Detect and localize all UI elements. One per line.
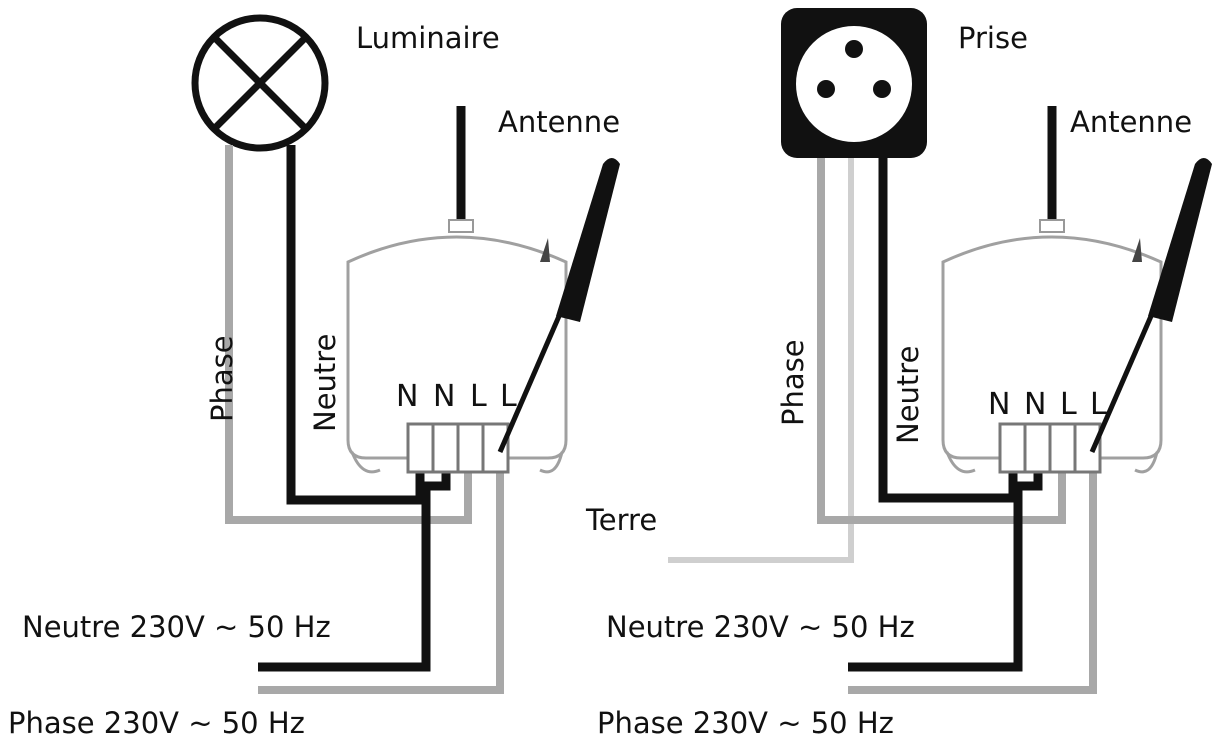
supply-neutre-label: Neutre 230V ~ 50 Hz <box>606 610 915 644</box>
screwdriver-icon <box>497 158 620 453</box>
terminal-n1-label: N <box>988 387 1010 422</box>
phase-label: Phase <box>205 335 239 422</box>
terminal-block <box>406 422 510 474</box>
luminaire-label: Luminaire <box>356 21 500 55</box>
supply-phase-wire <box>258 472 504 694</box>
terminal-n2-label: N <box>1024 387 1046 422</box>
micro-module-body <box>346 235 568 474</box>
neutre-label: Neutre <box>308 334 342 432</box>
socket-icon <box>781 8 927 158</box>
antenne-label: Antenne <box>498 105 620 139</box>
terminal-l2-label: L <box>500 379 517 414</box>
antenna-icon <box>1039 106 1065 233</box>
socket-neutre-wire <box>878 158 1018 503</box>
lamp-icon <box>191 14 329 152</box>
supply-phase-wire <box>848 472 1097 694</box>
lamp-phase-wire <box>225 145 472 524</box>
supply-neutre-label: Neutre 230V ~ 50 Hz <box>22 610 331 644</box>
terre-label: Terre <box>585 503 657 537</box>
terminal-block <box>998 422 1102 474</box>
left-diagram: Luminaire Antenne Phase Neutre N N L L N… <box>8 14 620 740</box>
screwdriver-icon <box>1089 158 1212 453</box>
supply-phase-label: Phase 230V ~ 50 Hz <box>597 706 894 740</box>
phase-label: Phase <box>776 339 810 426</box>
terminal-l1-label: L <box>1060 387 1077 422</box>
supply-phase-label: Phase 230V ~ 50 Hz <box>8 706 305 740</box>
terre-wire <box>668 158 854 563</box>
terminal-n2-label: N <box>433 379 455 414</box>
micro-module-body <box>941 235 1163 474</box>
antenna-icon <box>448 106 474 233</box>
neutre-label: Neutre <box>891 346 925 444</box>
terminal-l1-label: L <box>470 379 487 414</box>
supply-neutre-wire <box>848 472 1043 672</box>
right-diagram: Prise Antenne Phase Neutre Terre N N L L… <box>585 8 1212 740</box>
prise-label: Prise <box>958 21 1028 55</box>
socket-phase-wire <box>817 158 1066 524</box>
terminal-l2-label: L <box>1090 387 1107 422</box>
antenne-label: Antenne <box>1070 105 1192 139</box>
terminal-n1-label: N <box>396 379 418 414</box>
supply-neutre-wire <box>258 472 451 672</box>
lamp-neutre-wire <box>286 145 425 505</box>
